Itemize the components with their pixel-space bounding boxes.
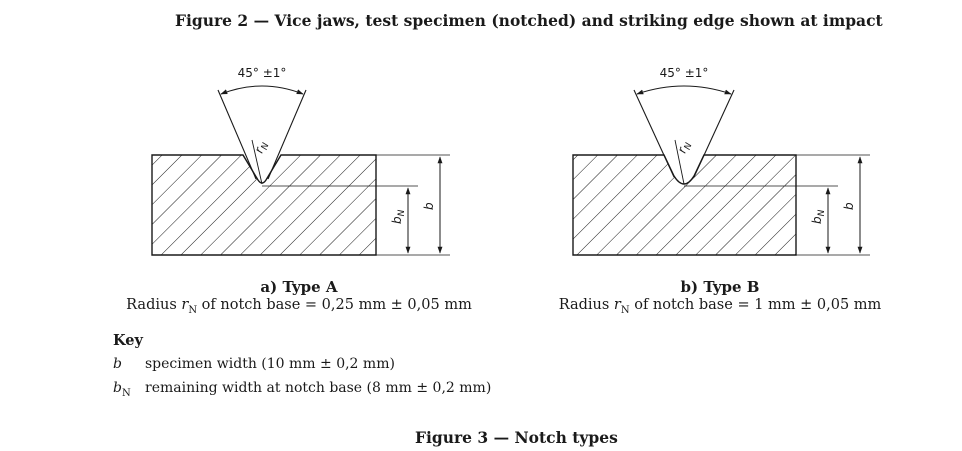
- type-a-subtitle: a) Type A: [260, 278, 338, 296]
- type-a-angle-label: 45° ±1°: [238, 66, 287, 80]
- figure-2-title: Figure 2 — Vice jaws, test specimen (not…: [175, 11, 883, 30]
- type-a-bn-label: bN: [390, 209, 407, 224]
- type-b-caption: Radius rN of notch base = 1 mm ± 0,05 mm: [558, 297, 882, 316]
- type-b-specimen: [572, 154, 797, 256]
- type-a-specimen: [151, 154, 377, 256]
- type-b-radius-label: rN: [675, 139, 695, 156]
- type-a-b-label: b: [422, 202, 436, 210]
- type-b-subtitle: b) Type B: [680, 278, 760, 296]
- type-b-bn-label: bN: [810, 209, 827, 224]
- type-a-diagram: 45° ±1° rN bN b: [151, 66, 450, 256]
- type-b-angle-label: 45° ±1°: [660, 66, 709, 80]
- type-b-diagram: 45° ±1° rN bN b: [572, 66, 870, 256]
- figure-3-title: Figure 3 — Notch types: [415, 428, 618, 447]
- type-a-caption: Radius rN of notch base = 0,25 mm ± 0,05…: [126, 297, 472, 316]
- type-a-angle-arc: [220, 85, 304, 95]
- type-b-angle-arc: [636, 85, 732, 95]
- type-a-radius-label: rN: [252, 139, 272, 156]
- type-b-b-label: b: [842, 202, 856, 210]
- key-heading: Key: [113, 332, 143, 349]
